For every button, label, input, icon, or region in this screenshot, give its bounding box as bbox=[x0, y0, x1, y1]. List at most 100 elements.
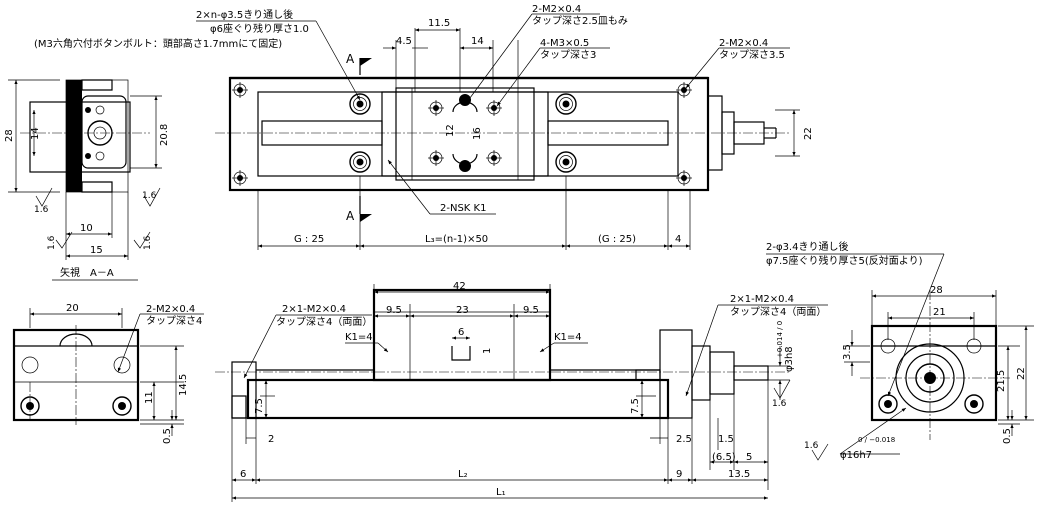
dim-16: 16 bbox=[472, 127, 483, 140]
dim-11-5: 11.5 bbox=[428, 18, 450, 29]
base-rail bbox=[246, 378, 670, 420]
tap-m3-line2: タップ深さ3 bbox=[540, 49, 596, 61]
dim-14: 14 bbox=[471, 36, 484, 47]
dim-l2: L₂ bbox=[458, 469, 468, 480]
roughness-icon bbox=[55, 231, 73, 249]
section-carriage bbox=[81, 95, 127, 169]
dim-5: 5 bbox=[746, 452, 752, 463]
dim-l3: L₃=(n-1)×50 bbox=[425, 234, 488, 245]
dim-16h7: φ16h7 bbox=[840, 450, 872, 461]
dim-6-5: (6.5) bbox=[712, 452, 736, 463]
end-block-right bbox=[659, 329, 693, 419]
rail-body-outline bbox=[228, 76, 710, 192]
dim-22-right: 22 bbox=[1016, 367, 1027, 380]
rough-4: 1.6 bbox=[143, 235, 153, 250]
dim-4: 4 bbox=[675, 234, 681, 245]
dim-3-5-right: 3.5 bbox=[842, 344, 853, 360]
rough-front: 1.6 bbox=[772, 399, 787, 409]
tap-front-left-line1: 2×1-M2×0.4 bbox=[282, 304, 346, 315]
dim-42: 42 bbox=[453, 281, 466, 292]
rough-3: 1.6 bbox=[47, 235, 57, 250]
dim-7-5-left: 7.5 bbox=[254, 398, 265, 414]
dim-g25-right: (G : 25) bbox=[598, 234, 636, 245]
dim-g25-left: G : 25 bbox=[294, 234, 324, 245]
tap-m2-mid-line1: 2-M2×0.4 bbox=[532, 4, 581, 15]
dim-28-aa: 28 bbox=[4, 129, 15, 142]
counterbore-hole-icon bbox=[555, 93, 577, 115]
dim-9-5-right: 9.5 bbox=[523, 305, 539, 316]
dim-28-right: 28 bbox=[930, 285, 943, 296]
dim-4-5: 4.5 bbox=[396, 36, 412, 47]
m2-tap-hole-icon bbox=[459, 94, 471, 106]
tap-m2-right-line2: タップ深さ3.5 bbox=[719, 49, 785, 61]
section-mark-a-top: A bbox=[346, 52, 355, 66]
tap-m3-line1: 4-M3×0.5 bbox=[540, 38, 589, 49]
carriage-outline bbox=[381, 91, 549, 177]
dim-15-aa: 15 bbox=[90, 245, 103, 256]
tap-front-left-line2: タップ深さ4（両面） bbox=[276, 316, 372, 328]
rough-1: 1.6 bbox=[34, 205, 49, 215]
end-block-left bbox=[231, 361, 257, 419]
section-title: 矢視 A－A bbox=[60, 266, 114, 279]
tap-front-right-line2: タップ深さ4（両面） bbox=[730, 306, 826, 318]
dim-l1: L₁ bbox=[496, 487, 506, 498]
nsk-label: 2-NSK K1 bbox=[440, 203, 486, 214]
note-holes-line2: φ6座ぐり残り厚さ1.0 bbox=[210, 22, 309, 35]
dim-21-right: 21 bbox=[933, 307, 946, 318]
roughness-icon bbox=[35, 187, 53, 207]
slide-table bbox=[372, 288, 552, 382]
dim-21-5-right: 21.5 bbox=[996, 370, 1007, 392]
dim-20-8-aa: 20.8 bbox=[159, 124, 170, 146]
dim-13-5: 13.5 bbox=[728, 469, 750, 480]
tap-hole-icon bbox=[485, 149, 503, 167]
k1-right: K1=4 bbox=[554, 332, 582, 343]
dim-2-5: 2.5 bbox=[676, 434, 692, 445]
dim-1-front: 1 bbox=[482, 348, 493, 354]
counterbore-hole-icon bbox=[555, 151, 577, 173]
dim-0-5-right: 0.5 bbox=[1002, 428, 1013, 444]
dim-11-end: 11 bbox=[144, 391, 155, 404]
roughness-icon bbox=[143, 187, 161, 207]
roughness-icon bbox=[133, 231, 151, 249]
tol-16h7: 0 / −0.018 bbox=[858, 436, 895, 444]
note-screw: (M3六角穴付ボタンボルト：頭部高さ1.7mmにて固定) bbox=[34, 37, 282, 50]
counterbore-hole-icon bbox=[349, 151, 371, 173]
shaft bbox=[733, 121, 765, 145]
section-aa-view: 28 14 20.8 10 15 1.6 1.6 1.6 1.6 矢視 A－A bbox=[4, 79, 170, 281]
m2-tap-hole-icon bbox=[459, 160, 471, 172]
top-view: 11.5 4.5 14 12 16 22 A A 2×n-φ3.5きり通し後 φ… bbox=[34, 4, 814, 250]
dim-22-top: 22 bbox=[803, 127, 814, 140]
note-holes-line1: 2×n-φ3.5きり通し後 bbox=[196, 8, 293, 21]
tap-end-line2: タップ深さ4 bbox=[146, 315, 202, 327]
dim-6-front: 6 bbox=[458, 327, 464, 338]
section-mark-a-bottom: A bbox=[346, 209, 355, 223]
note-right-line1: 2-φ3.4きり通し後 bbox=[766, 240, 848, 253]
carriage-table bbox=[395, 87, 535, 181]
dim-14-5-end: 14.5 bbox=[178, 374, 189, 396]
dim-20-end: 20 bbox=[66, 303, 79, 314]
dim-2: 2 bbox=[268, 434, 274, 445]
dim-10-aa: 10 bbox=[80, 223, 93, 234]
roughness-icon bbox=[773, 379, 791, 399]
dim-12: 12 bbox=[445, 124, 456, 137]
counterbore-hole-icon bbox=[349, 93, 371, 115]
dim-9: 9 bbox=[676, 469, 682, 480]
front-view: 42 9.5 23 9.5 6 1 K1=4 K1=4 2×1-M2×0.4 タ… bbox=[215, 281, 828, 502]
end-view-left: 20 11 14.5 0.5 2-M2×0.4 タップ深さ4 bbox=[12, 303, 204, 444]
tap-m2-mid-line2: タップ深さ2.5皿もみ bbox=[532, 15, 628, 27]
tap-hole-icon bbox=[231, 81, 249, 99]
end-view-right: 2-φ3.4きり通し後 φ7.5座ぐり残り厚さ5(反対面より) 28 21 3.… bbox=[766, 240, 1034, 461]
dim-3h8: φ3h8 bbox=[784, 346, 795, 372]
rough-2: 1.6 bbox=[142, 191, 157, 201]
k1-left: K1=4 bbox=[345, 332, 373, 343]
roughness-icon bbox=[811, 443, 829, 461]
dim-0-5-end: 0.5 bbox=[162, 428, 173, 444]
note-right-line2: φ7.5座ぐり残り厚さ5(反対面より) bbox=[766, 254, 923, 267]
dim-23: 23 bbox=[456, 305, 469, 316]
dim-9-5-left: 9.5 bbox=[386, 305, 402, 316]
tap-hole-icon bbox=[231, 169, 249, 187]
tap-m2-right-line1: 2-M2×0.4 bbox=[719, 38, 768, 49]
tap-end-line1: 2-M2×0.4 bbox=[146, 304, 195, 315]
tap-front-right-line1: 2×1-M2×0.4 bbox=[730, 294, 794, 305]
